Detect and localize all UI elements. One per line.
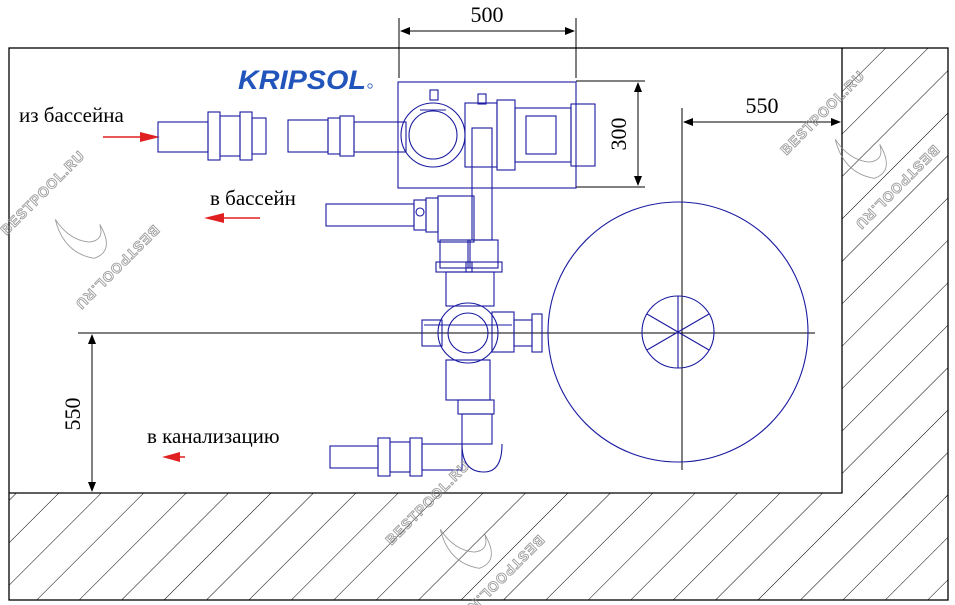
dimension-pump-height-label: 300 — [606, 118, 631, 151]
dimension-top-width-label: 500 — [471, 2, 504, 27]
wall-hatching — [8, 47, 949, 601]
dimension-filter-offset-x-label: 550 — [746, 93, 779, 118]
label-from-pool: из бассейна — [19, 103, 124, 127]
watermark-text-left-bottom: BESTPOOL.RU — [72, 222, 163, 313]
kripsol-logo: KRIPSOL — [238, 65, 373, 95]
label-to-sewer: в канализацию — [147, 424, 280, 448]
arrow-to-sewer-icon — [162, 452, 185, 462]
dimension-filter-offset-y-label: 550 — [60, 398, 85, 431]
watermark-stamp-left: BESTPOOL.RU BESTPOOL.RU — [0, 147, 163, 313]
kripsol-logo-text: KRIPSOL — [238, 65, 366, 95]
arrow-to-pool-icon — [204, 213, 260, 223]
pump-assembly — [157, 81, 809, 477]
dimension-pump-height: 300 — [576, 80, 645, 188]
dimension-filter-offset-y: 550 — [60, 332, 815, 492]
label-to-pool: в бассейн — [210, 186, 296, 210]
dimension-filter-offset-x: 550 — [681, 93, 841, 470]
watermark-text-left: BESTPOOL.RU — [0, 147, 88, 238]
arrow-from-pool-icon — [103, 132, 160, 142]
dimension-top-width: 500 — [398, 2, 577, 78]
